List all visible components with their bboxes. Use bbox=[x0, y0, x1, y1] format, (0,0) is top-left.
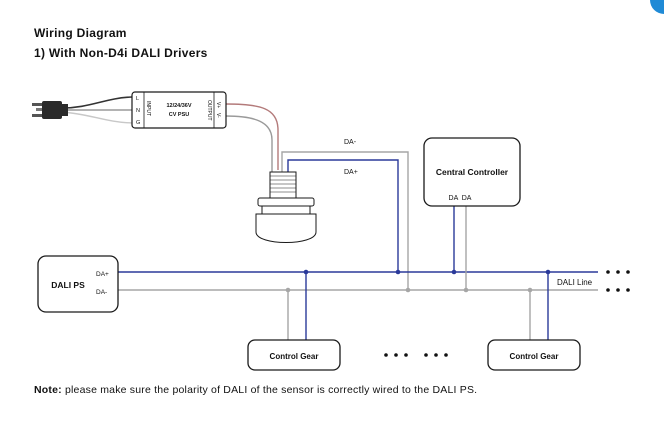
junction-dots bbox=[285, 269, 551, 293]
ellipsis-dots bbox=[384, 353, 448, 357]
control-gear-label: Control Gear bbox=[270, 352, 319, 361]
psu-terminal-n: N bbox=[136, 108, 140, 114]
continuation-dots bbox=[606, 270, 630, 292]
central-controller-terminals: DA DA bbox=[449, 195, 472, 202]
plug-cord bbox=[61, 96, 133, 109]
dali-ps-label: DALI PS bbox=[51, 280, 85, 290]
psu-terminal-vplus: V+ bbox=[215, 102, 221, 108]
psu-box bbox=[131, 91, 227, 129]
diagram-title: Wiring Diagram bbox=[34, 26, 127, 40]
sensor-da-minus-wire bbox=[281, 151, 409, 290]
control-gear-label: Control Gear bbox=[510, 352, 559, 361]
sensor-da-plus-label: DA+ bbox=[344, 169, 358, 176]
control-gear-box bbox=[247, 339, 341, 371]
psu-output-wire-grey bbox=[225, 115, 273, 172]
central-controller-label: Central Controller bbox=[436, 167, 509, 177]
dali-line-label: DALI Line bbox=[557, 278, 593, 287]
psu-output-wire-red bbox=[225, 103, 279, 170]
psu-input-label: INPUT bbox=[145, 101, 151, 116]
psu-output-label: OUTPUT bbox=[206, 100, 212, 121]
psu-terminal-g: G bbox=[136, 120, 140, 126]
psu-label-type: CV PSU bbox=[169, 112, 190, 118]
diagram-subtitle: 1) With Non-D4i DALI Drivers bbox=[34, 46, 208, 60]
sensor-icon bbox=[255, 171, 317, 243]
psu-terminal-l: L bbox=[136, 96, 139, 102]
psu-terminal-vminus: V- bbox=[215, 113, 221, 118]
power-plug-icon bbox=[32, 101, 68, 119]
dali-ps-box bbox=[37, 255, 119, 313]
sensor-da-plus-wire bbox=[287, 159, 399, 272]
note-body: please make sure the polarity of DALI of… bbox=[61, 384, 478, 396]
dali-ps-da-minus: DA- bbox=[96, 289, 107, 296]
sensor-da-minus-label: DA- bbox=[344, 139, 357, 146]
psu-label-voltage: 12/24/36V bbox=[166, 103, 191, 109]
control-gear-box bbox=[487, 339, 581, 371]
note-label: Note: bbox=[34, 384, 62, 396]
note-text: Note: please make sure the polarity of D… bbox=[34, 384, 477, 396]
plug-cord bbox=[61, 111, 133, 124]
dali-ps-da-plus: DA+ bbox=[96, 271, 109, 278]
central-controller-box bbox=[423, 137, 521, 207]
